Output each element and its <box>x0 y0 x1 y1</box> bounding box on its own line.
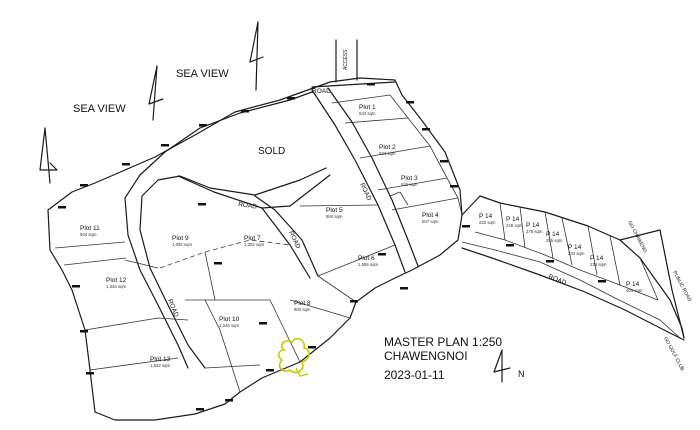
plot-8-name: Plot 8 <box>294 300 311 307</box>
plot-5-name: Plot 5 <box>326 207 343 214</box>
plot-1-name: Plot 1 <box>359 104 376 111</box>
p14-a-area: 232 sqm <box>479 220 496 225</box>
access-label: ACCESS <box>343 49 349 70</box>
sea-view-label-1: SEA VIEW <box>176 68 229 80</box>
p14-e-area: 233 sqm <box>568 251 585 256</box>
plot-7-area: 1,302 sqm <box>244 242 264 247</box>
p14-g-name: P 14 <box>626 281 640 288</box>
tree-outline <box>277 337 310 377</box>
plot-2-area: 524 sqm <box>379 151 396 156</box>
p14-f-area: 234 sqm <box>590 262 607 267</box>
p14-c-name: P 14 <box>526 222 540 229</box>
title-line-2: CHAWENGNOI <box>384 349 468 363</box>
title-line-3: 2023-01-11 <box>384 368 445 382</box>
north-symbol: N <box>493 349 525 383</box>
road-label-main: ROAD <box>358 182 372 202</box>
plot-12-name: Plot 12 <box>106 277 127 284</box>
plot-divisions <box>54 94 463 393</box>
dimension-marks <box>58 83 606 411</box>
p14-c-area: 276 sqm <box>526 229 543 234</box>
p14-d-name: P 14 <box>546 231 560 238</box>
plot-9-area: 1,092 sqm <box>172 242 192 247</box>
title-line-1: MASTER PLAN 1:250 <box>384 335 502 349</box>
plot-3-area: 531 sqm <box>401 182 418 187</box>
plot-7-name: Plot 7 <box>244 235 261 242</box>
plot-5-area: 884 sqm <box>326 214 343 219</box>
sold-label: SOLD <box>258 146 285 157</box>
plot-1-area: 534 sqm <box>359 111 376 116</box>
road-label-curved: ROAD <box>238 201 258 211</box>
plot-11-name: Plot 11 <box>80 225 100 232</box>
p14-d-area: 255 sqm <box>546 238 563 243</box>
road-label-top: ROAD <box>312 88 331 95</box>
plot-10-area: 1,046 sqm <box>219 323 239 328</box>
plot-2-name: Plot 2 <box>379 144 396 151</box>
p14-b-area: 248 sqm <box>506 223 523 228</box>
road-label-left: ROAD <box>166 298 180 318</box>
plot-labels: Plot 1 534 sqm Plot 2 524 sqm Plot 3 531… <box>80 104 643 368</box>
plot-4-name: Plot 4 <box>422 212 439 219</box>
sea-view-label-2: SEA VIEW <box>73 103 126 115</box>
plot-11-area: 944 sqm <box>80 232 97 237</box>
plot-3-name: Plot 3 <box>401 175 418 182</box>
p14-f-name: P 14 <box>590 255 604 262</box>
road-label-right: ROAD <box>547 273 567 287</box>
main-road <box>311 87 419 273</box>
plot-6-name: Plot 6 <box>358 255 375 262</box>
road-label-inner: ROAD <box>287 230 301 250</box>
plot-8-area: 900 sqm <box>294 307 311 312</box>
access-road <box>311 39 396 88</box>
p14-strip <box>461 195 685 341</box>
north-label: N <box>518 369 525 379</box>
title-block: MASTER PLAN 1:250 CHAWENGNOI 2023-01-11 <box>384 335 502 382</box>
north-arrow-marks <box>39 21 264 184</box>
plot-4-area: 507 sqm <box>422 219 439 224</box>
go-golf-club-label: GO GOLF CLUB <box>662 336 685 373</box>
p14-b-name: P 14 <box>506 216 520 223</box>
plot-6-area: 1,555 sqm <box>358 262 378 267</box>
p14-g-area: 404 sqm <box>626 288 643 293</box>
p14-e-name: P 14 <box>568 244 582 251</box>
plot-13-name: Plot 13 <box>150 356 171 363</box>
p14-a-name: P 14 <box>479 213 493 220</box>
plot-9-name: Plot 9 <box>172 235 189 242</box>
plot-10-name: Plot 10 <box>219 316 240 323</box>
plot-13-area: 1,632 sqm <box>150 363 170 368</box>
plot-12-area: 1,334 sqm <box>106 284 126 289</box>
